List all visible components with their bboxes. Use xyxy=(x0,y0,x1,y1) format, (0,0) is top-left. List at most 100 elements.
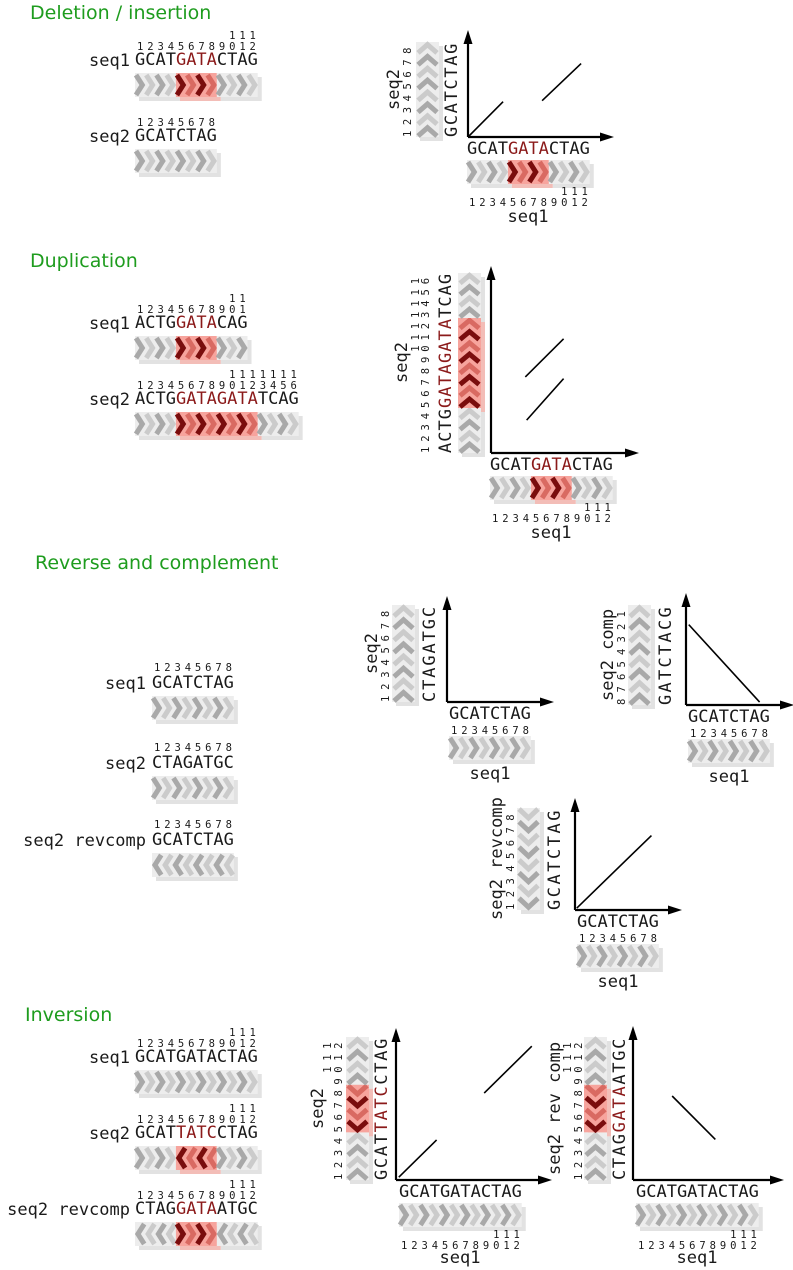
plot-inversion-revcomp-x-chevron-bar xyxy=(634,1203,763,1231)
plot-rc-comp-y-chevron-bar xyxy=(628,604,655,709)
plot-duplication-x-chevron-bar xyxy=(488,476,617,504)
del-seq2-position-numbers: 12345678 xyxy=(137,117,219,129)
del-seq1-label: seq1 xyxy=(89,51,130,71)
plot-rc-comp-y-axis-label: seq2 comp xyxy=(598,608,618,702)
plot-duplication-match-line-1 xyxy=(524,338,565,378)
del-seq1-position-numbers: 123456789012 xyxy=(137,41,260,53)
inv-seq2-revcomp-position-numbers: 123456789012 xyxy=(137,1190,260,1202)
plot-inversion-revcomp-x-sequence: GCATGATACTAG xyxy=(636,1182,759,1202)
plot-deletion-y-axis-label: seq2 xyxy=(384,69,404,110)
plot-deletion-y-sequence: GCATCTAG xyxy=(442,41,462,137)
plot-rc-revcomp-y-sequence: GCATCTAG xyxy=(545,807,565,910)
dup-seq2-chevron-bar xyxy=(133,412,303,440)
plot-rc-revcomp-match-line-0 xyxy=(576,834,652,909)
del-seq2-sequence: GCATCTAG xyxy=(135,126,217,146)
del-seq2-label: seq2 xyxy=(89,127,130,147)
plot-duplication-match-line-0 xyxy=(526,378,565,421)
title-reverse-complement: Reverse and complement xyxy=(35,552,279,574)
plot-duplication-x-position-numbers: 123456789012 xyxy=(492,513,615,525)
plot-rc-comp-x-chevron-bar xyxy=(686,739,774,767)
dup-seq1-position-numbers: 12345678901 xyxy=(137,304,250,316)
rc-seq2-revcomp-label: seq2 revcomp xyxy=(23,831,146,851)
dup-seq1-sequence: ACTGGATACAG xyxy=(135,313,248,333)
plot-rc-revcomp-y-chevron-bar xyxy=(517,807,544,914)
plot-inversion-revcomp-x-position-numbers: 123456789012 xyxy=(638,1240,761,1252)
dup-seq2-tens-digits: 1111111 xyxy=(137,369,301,381)
dup-seq1-tens-digits: 11 xyxy=(137,293,250,305)
plot-deletion-x-chevron-bar xyxy=(465,160,594,188)
plot-deletion-x-tens-digits: 111 xyxy=(469,186,592,198)
plot-duplication-y-sequence: ACTGGATAGATATCAG xyxy=(436,272,456,453)
rc-seq2-revcomp-sequence: GCATCTAG xyxy=(152,830,234,850)
plot-inversion-seq2-y-sequence: GCATTATCCTAG xyxy=(372,1036,392,1180)
plot-inversion-revcomp-x-tens-digits: 111 xyxy=(638,1229,761,1241)
plot-inversion-seq2-axes xyxy=(391,1028,552,1185)
plot-deletion-axes xyxy=(463,30,614,142)
dup-seq2-label: seq2 xyxy=(89,390,130,410)
inv-seq1-chevron-bar xyxy=(133,1070,262,1098)
del-seq1-chevron-bar xyxy=(133,73,262,101)
rc-seq1-chevron-bar xyxy=(150,696,238,724)
plot-duplication-x-tens-digits: 111 xyxy=(492,502,615,514)
rc-seq2-sequence: CTAGATGC xyxy=(152,753,234,773)
plot-inversion-seq2-x-axis-label: seq1 xyxy=(439,1248,481,1268)
plot-inversion-seq2-x-position-numbers: 123456789012 xyxy=(401,1240,524,1252)
plot-rc-seq2-x-chevron-bar xyxy=(447,736,535,764)
rc-seq2-label: seq2 xyxy=(105,754,146,774)
plot-inversion-revcomp-x-axis-label: seq1 xyxy=(676,1248,718,1268)
plot-inversion-revcomp-match-line-0 xyxy=(671,1095,716,1140)
plot-rc-revcomp-y-position-numbers: 12345678 xyxy=(505,807,517,910)
plot-rc-comp-x-position-numbers: 12345678 xyxy=(690,728,772,740)
del-seq2-chevron-bar xyxy=(133,149,221,177)
rc-seq2-revcomp-position-numbers: 12345678 xyxy=(154,819,236,831)
plot-rc-comp-x-axis-label: seq1 xyxy=(708,767,750,787)
del-seq1-sequence: GCATGATACTAG xyxy=(135,50,258,70)
dup-seq1-chevron-bar xyxy=(133,336,252,364)
inv-seq2-sequence: GCATTATCCTAG xyxy=(135,1123,258,1143)
inv-seq1-label: seq1 xyxy=(89,1048,130,1068)
inv-seq2-revcomp-label: seq2 revcomp xyxy=(7,1200,130,1220)
plot-duplication-x-axis-label: seq1 xyxy=(530,523,572,543)
plot-inversion-revcomp-y-chevron-bar xyxy=(584,1036,611,1184)
inv-seq2-tens-digits: 111 xyxy=(137,1103,260,1115)
plot-deletion-x-position-numbers: 123456789012 xyxy=(469,197,592,209)
rc-seq1-position-numbers: 12345678 xyxy=(154,662,236,674)
plot-inversion-seq2-x-sequence: GCATGATACTAG xyxy=(399,1182,522,1202)
plot-duplication-y-chevron-bar xyxy=(458,272,485,457)
plot-rc-revcomp-y-axis-label: seq2 revcomp xyxy=(487,797,507,921)
rc-seq2-chevron-bar xyxy=(150,776,238,804)
plot-rc-revcomp-x-axis-label: seq1 xyxy=(597,972,639,992)
inv-seq2-chevron-bar xyxy=(133,1146,262,1174)
plot-rc-seq2-axes xyxy=(442,596,554,707)
inv-seq2-label: seq2 xyxy=(89,1124,130,1144)
plot-inversion-seq2-match-line-0 xyxy=(398,1139,438,1178)
plot-rc-seq2-x-sequence: GCATCTAG xyxy=(449,704,531,724)
inv-seq1-tens-digits: 111 xyxy=(137,1027,260,1039)
rc-seq2-position-numbers: 12345678 xyxy=(154,742,236,754)
inv-seq1-position-numbers: 123456789012 xyxy=(137,1038,260,1050)
dup-seq1-label: seq1 xyxy=(89,314,130,334)
plot-inversion-seq2-match-line-1 xyxy=(483,1045,533,1094)
plot-rc-revcomp-x-chevron-bar xyxy=(575,944,663,972)
plot-rc-seq2-y-position-numbers: 12345678 xyxy=(380,604,392,702)
del-seq1-tens-digits: 111 xyxy=(137,30,260,42)
plot-rc-comp-y-sequence: GATCTACG xyxy=(656,604,676,705)
plot-rc-seq2-x-axis-label: seq1 xyxy=(469,764,511,784)
plot-deletion-match-line-1 xyxy=(541,62,582,102)
plot-duplication-y-axis-label: seq2 xyxy=(392,342,412,384)
plot-rc-revcomp-axes xyxy=(570,798,682,915)
dup-seq2-position-numbers: 1234567890123456 xyxy=(137,380,301,392)
rc-seq1-label: seq1 xyxy=(105,674,146,694)
plot-inversion-seq2-y-position-numbers: 123456789012 xyxy=(333,1036,345,1180)
plot-inversion-seq2-x-tens-digits: 111 xyxy=(401,1229,524,1241)
plot-duplication-y-position-numbers: 1234567890123456 xyxy=(420,272,432,453)
title-inversion: Inversion xyxy=(25,1004,113,1026)
plot-rc-comp-axes xyxy=(681,593,793,710)
plot-deletion-y-position-numbers: 12345678 xyxy=(402,41,414,137)
plot-inversion-seq2-x-chevron-bar xyxy=(397,1203,526,1231)
plot-deletion-match-line-0 xyxy=(467,101,504,138)
plot-rc-seq2-y-sequence: CTAGATGC xyxy=(420,604,440,702)
plot-rc-revcomp-x-position-numbers: 12345678 xyxy=(579,933,661,945)
plot-deletion-x-sequence: GCATGATACTAG xyxy=(467,139,590,159)
